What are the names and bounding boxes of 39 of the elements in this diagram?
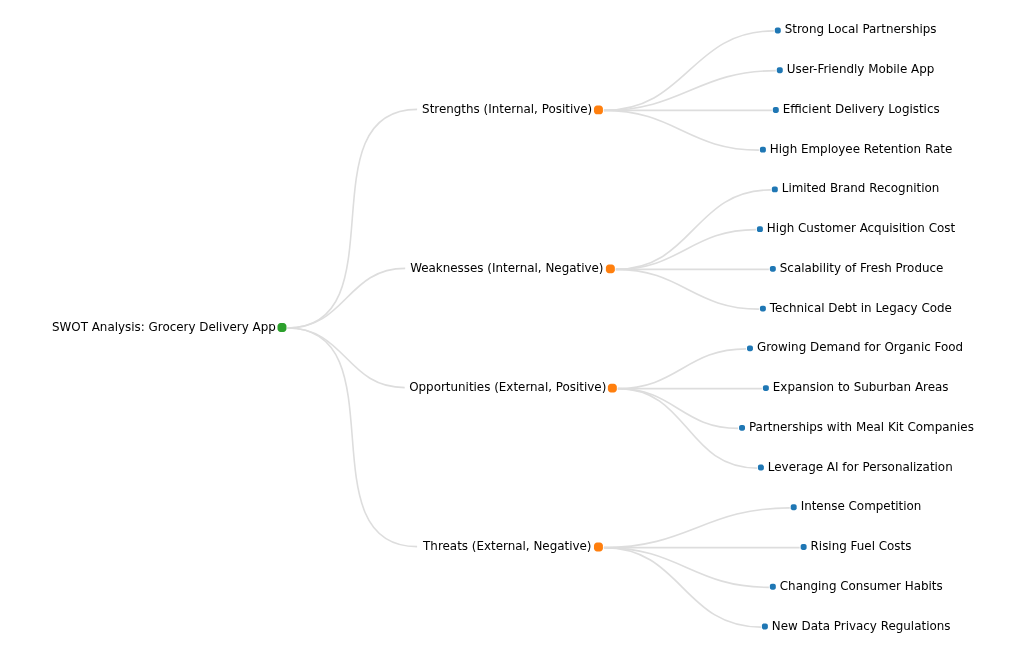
node-label: Threats (External, Negative)	[423, 539, 592, 554]
node-label: Growing Demand for Organic Food	[756, 340, 964, 355]
node-label: New Data Privacy Regulations	[771, 618, 951, 633]
node-circle	[774, 27, 781, 34]
node-label: Limited Brand Recognition	[781, 181, 940, 196]
node-label: User-Friendly Mobile App	[786, 62, 935, 77]
node-label: Opportunities (External, Positive)	[409, 380, 607, 395]
node-circle	[769, 265, 776, 272]
node-label: Scalability of Fresh Produce	[779, 260, 944, 275]
node-circle	[757, 464, 764, 471]
node-label: Weaknesses (Internal, Negative)	[410, 260, 604, 275]
node-circle	[759, 146, 766, 153]
node-circle	[739, 424, 745, 431]
node-circle	[762, 385, 769, 392]
connector	[615, 268, 760, 310]
node-label: Rising Fuel Costs	[810, 539, 912, 554]
node-label: Intense Competition	[800, 499, 922, 514]
node-circle	[771, 186, 778, 193]
node-label: High Employee Retention Rate	[769, 141, 953, 156]
node-label: Technical Debt in Legacy Code	[769, 300, 952, 315]
node-circle	[776, 67, 783, 74]
node-circle	[747, 345, 753, 352]
node-label: High Customer Acquisition Cost	[766, 221, 956, 236]
node-label: Leverage AI for Personalization	[767, 459, 953, 474]
node-circle	[790, 504, 797, 511]
node-label: Strengths (Internal, Positive)	[422, 101, 593, 116]
node-circle	[761, 623, 768, 630]
node-label: SWOT Analysis: Grocery Delivery App	[51, 319, 276, 334]
node-label: Strong Local Partnerships	[784, 22, 937, 37]
node-label: Efficient Delivery Logistics	[782, 101, 940, 116]
node-circle	[772, 106, 779, 113]
node-circle	[759, 305, 766, 312]
node-label: Expansion to Suburban Areas	[772, 380, 949, 395]
node-circle	[756, 226, 763, 233]
connector	[603, 109, 760, 151]
node-circle	[800, 544, 807, 551]
node-circle	[769, 583, 776, 590]
node-label: Partnerships with Meal Kit Companies	[748, 419, 974, 434]
node-label: Changing Consumer Habits	[779, 578, 943, 593]
